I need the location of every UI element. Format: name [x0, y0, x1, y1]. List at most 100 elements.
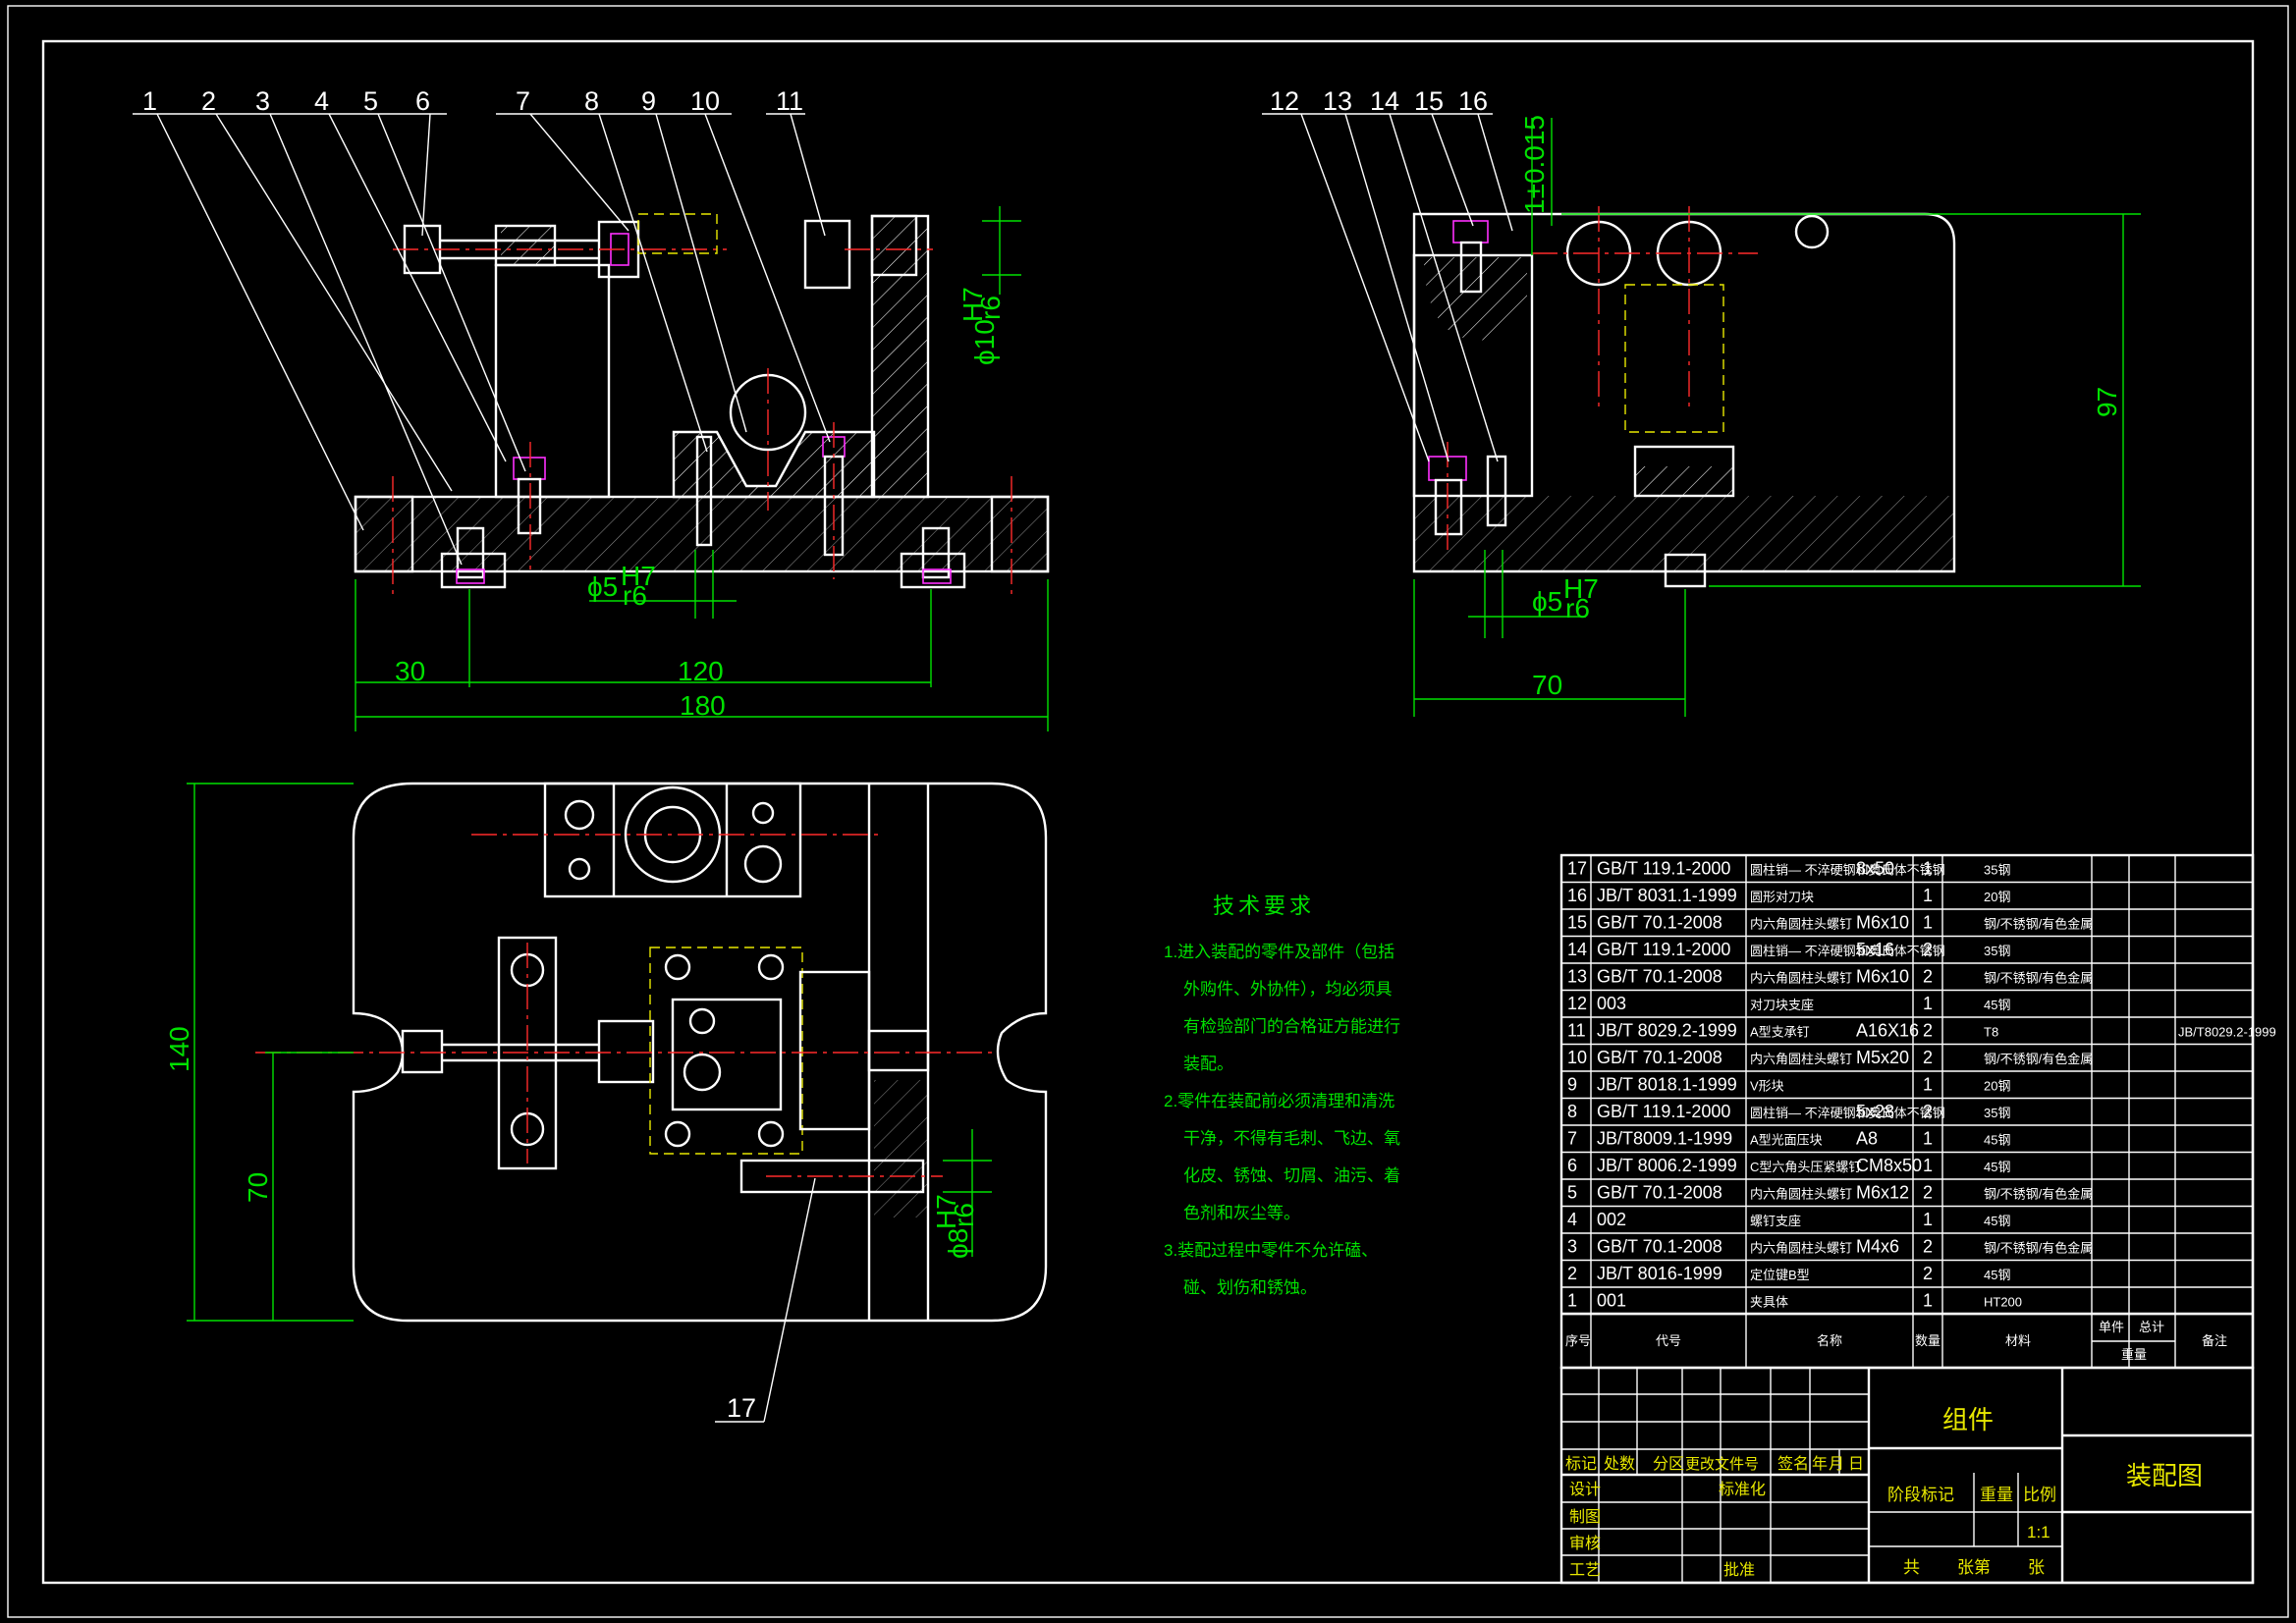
bom-cell-no: 8	[1567, 1102, 1577, 1121]
tb-standard: 标准化	[1719, 1481, 1766, 1498]
bom-cell-spec: M6x10	[1856, 913, 1909, 933]
bom-cell-code: GB/T 119.1-2000	[1597, 1102, 1730, 1121]
leader-14: 14	[1370, 86, 1399, 116]
inner-frame	[41, 39, 2255, 1585]
bom-cell-note: JB/T8029.2-1999	[2178, 1025, 2276, 1040]
leader-2: 2	[201, 86, 216, 116]
leader-17: 17	[727, 1393, 756, 1423]
bom-cell-mat: 45钢	[1984, 998, 2010, 1012]
bom-cell-name: 内六角圆柱头螺钉	[1750, 971, 1852, 986]
tb-sheet-end: 张	[2028, 1558, 2045, 1577]
dim-180: 180	[680, 690, 726, 721]
bom-cell-qty: 1	[1923, 1210, 1933, 1229]
bom-cell-name: 圆形对刀块	[1750, 890, 1814, 904]
tb-part-name: 组件	[1942, 1405, 1994, 1434]
bom-cell-no: 7	[1567, 1129, 1577, 1149]
front-view: 30 120 180 ϕ5 H7 r6 ϕ10 H7 r6	[354, 206, 1050, 731]
bom-cell-qty: 2	[1923, 940, 1933, 959]
fit-r-phi8: r6	[949, 1203, 979, 1227]
bom-cell-spec: A16X16	[1856, 1021, 1919, 1041]
bom-cell-code: GB/T 70.1-2008	[1597, 1048, 1722, 1067]
bom-header-qty: 数量	[1915, 1333, 1941, 1348]
bom-cell-spec: 5x16	[1856, 940, 1894, 959]
bom-cell-qty: 1	[1923, 994, 1933, 1013]
bom-cell-name: V形块	[1750, 1079, 1784, 1094]
bom-cell-qty: 1	[1923, 1129, 1933, 1149]
bom-cell-mat: 20钢	[1984, 890, 2010, 904]
bom-cell-no: 9	[1567, 1075, 1577, 1095]
bom-cell-no: 4	[1567, 1210, 1577, 1229]
leader-7: 7	[516, 86, 530, 116]
leader-9: 9	[641, 86, 656, 116]
bom-cell-qty: 2	[1923, 967, 1933, 987]
leader-16: 16	[1458, 86, 1488, 116]
tech-line-3: 有检验部门的合格证方能进行	[1183, 1017, 1400, 1036]
tech-line-1: 1.进入装配的零件及部件（包括	[1164, 943, 1394, 961]
tech-line-4: 装配。	[1183, 1055, 1233, 1073]
leader-12: 12	[1270, 86, 1299, 116]
leader-15: 15	[1414, 86, 1444, 116]
fit-h-phi8: H7	[931, 1194, 961, 1229]
dim-70-side: 70	[1532, 670, 1562, 700]
bom-header-note: 备注	[2202, 1333, 2227, 1348]
bom-cell-name: 内六角圆柱头螺钉	[1750, 1052, 1852, 1066]
bom-cell-name: 内六角圆柱头螺钉	[1750, 1187, 1852, 1202]
bom-cell-qty: 1	[1923, 1075, 1933, 1095]
tb-check: 审核	[1569, 1535, 1601, 1552]
dim-120: 120	[678, 656, 724, 686]
bom-cell-mat: 35钢	[1984, 1106, 2010, 1120]
bom-cell-code: GB/T 119.1-2000	[1597, 859, 1730, 879]
bom-cell-spec: M6x12	[1856, 1183, 1909, 1203]
tb-scale: 1:1	[2027, 1523, 2050, 1542]
bom-cell-code: 001	[1597, 1291, 1626, 1311]
outer-frame	[7, 5, 2289, 1618]
bom-cell-name: 定位键B型	[1750, 1268, 1810, 1282]
tech-line-6: 干净，不得有毛刺、飞边、氧	[1183, 1129, 1400, 1148]
bom-cell-no: 12	[1567, 994, 1587, 1013]
tb-scale-label: 比例	[2023, 1486, 2056, 1504]
tb-rev-day: 日	[1848, 1456, 1864, 1473]
tb-total: 共	[1903, 1558, 1920, 1577]
bom-cell-mat: HT200	[1984, 1295, 2022, 1310]
tech-line-9: 3.装配过程中零件不允许磕、	[1164, 1241, 1378, 1260]
bom-cell-mat: T8	[1984, 1025, 1998, 1040]
bom-cell-mat: 钢/不锈钢/有色金属	[1984, 1241, 2093, 1256]
tech-line-7: 化皮、锈蚀、切屑、油污、着	[1183, 1166, 1400, 1185]
fit-h-side: H7	[1563, 573, 1599, 604]
bom-cell-code: JB/T 8018.1-1999	[1597, 1075, 1737, 1095]
bom-cell-name: 圆柱销— 不淬硬钢和奥氏体不锈钢	[1750, 863, 1945, 878]
bom-cell-name: A型支承钉	[1750, 1025, 1810, 1040]
tech-line-8: 色剂和灰尘等。	[1183, 1204, 1300, 1222]
bom-cell-no: 6	[1567, 1156, 1577, 1175]
technical-requirements: 技术要求 1.进入装配的零件及部件（包括 外购件、外协件），均必须具 有检验部门…	[1164, 893, 1400, 1297]
bom-cell-mat: 钢/不锈钢/有色金属	[1984, 971, 2093, 986]
bom-cell-code: JB/T8009.1-1999	[1597, 1129, 1732, 1149]
tb-sheet: 张第	[1957, 1558, 1991, 1577]
bom-header-single: 单件	[2099, 1320, 2124, 1334]
bom-header-code: 代号	[1656, 1333, 1681, 1348]
bom-cell-no: 5	[1567, 1183, 1577, 1203]
bom-header-mat: 材料	[2005, 1333, 2031, 1348]
dim-phi8: ϕ8	[943, 1228, 973, 1259]
bom-cell-qty: 1	[1923, 886, 1933, 905]
tb-rev-year: 年	[1812, 1455, 1828, 1473]
bom-cell-qty: 2	[1923, 1102, 1933, 1121]
title-block: 组件 装配图 标记 处数 分区 更改文件号 签名 年 月 日 设计 标准化 制图…	[1559, 1366, 2255, 1585]
tb-weight: 重量	[1980, 1486, 2013, 1504]
side-leaders: 12 13 14 15 16	[1262, 86, 1513, 462]
dim-70-top: 70	[243, 1172, 273, 1203]
bom-cell-no: 16	[1567, 886, 1587, 905]
dim-tolerance: 1±0.015	[1519, 115, 1550, 214]
bom-cell-spec: M6x10	[1856, 967, 1909, 987]
bom-cell-no: 17	[1567, 859, 1587, 879]
bom-cell-name: 夹具体	[1750, 1295, 1788, 1310]
bom-cell-no: 3	[1567, 1237, 1577, 1257]
fit-h-front: H7	[621, 561, 656, 591]
bom-cell-mat: 20钢	[1984, 1079, 2010, 1094]
bom-cell-spec: M5x20	[1856, 1048, 1909, 1067]
leader-1: 1	[142, 86, 157, 116]
bom-cell-qty: 1	[1923, 1156, 1933, 1175]
tech-line-10: 碰、划伤和锈蚀。	[1183, 1278, 1317, 1297]
bom-cell-mat: 钢/不锈钢/有色金属	[1984, 1187, 2093, 1202]
